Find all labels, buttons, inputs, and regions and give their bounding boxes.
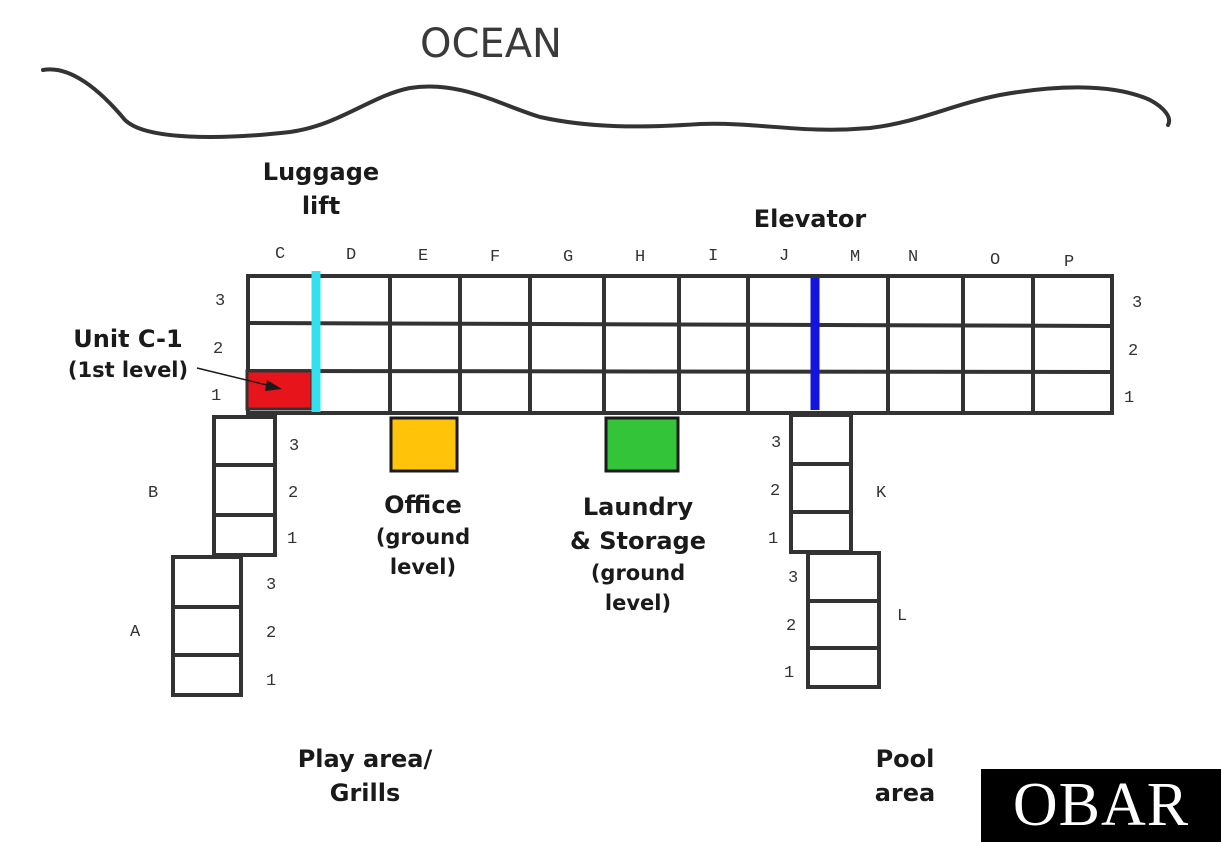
floor-number: 2 [266, 624, 276, 643]
floor-number: 2 [288, 484, 298, 503]
building-b [212, 415, 277, 557]
office-marker [389, 416, 459, 473]
building-label-b: B [148, 484, 158, 503]
building-label-l: L [897, 607, 907, 626]
column-letter: N [908, 248, 918, 267]
floor-number: 1 [1124, 389, 1134, 408]
main-building [246, 274, 1114, 415]
building-label-a: A [130, 623, 141, 642]
building-l [806, 551, 881, 689]
column-letter: I [708, 247, 718, 266]
unit-c1-label: Unit C-1 (1st level) [48, 322, 208, 384]
floor-number: 3 [289, 437, 299, 456]
column-letter: J [779, 247, 789, 266]
column-letter: D [346, 246, 356, 265]
laundry-label: Laundry & Storage (ground level) [538, 490, 738, 618]
obar-logo: OBAR [981, 769, 1221, 842]
play-area-line2: Grills [329, 779, 401, 807]
floor-number: 1 [287, 530, 297, 549]
arrowhead-icon [265, 380, 282, 391]
office-sub1: (ground [375, 525, 471, 549]
luggage-lift-line1: Luggage [262, 158, 380, 186]
building-label-k: K [876, 484, 887, 503]
laundry-sub1: (ground [590, 561, 686, 585]
play-area-line1: Play area/ [297, 745, 433, 773]
unit-c1-marker [245, 369, 314, 411]
column-letter: C [275, 245, 285, 264]
column-letter: M [850, 248, 860, 267]
floor-number: 2 [786, 617, 796, 636]
column-letter: P [1064, 253, 1074, 272]
pool-area-line2: area [874, 779, 936, 807]
laundry-marker [604, 416, 680, 473]
shoreline [41, 67, 1171, 139]
floor-number: 3 [1132, 294, 1142, 313]
floor-number: 2 [770, 482, 780, 501]
pool-area-line1: Pool [875, 745, 935, 773]
elevator-label: Elevator [753, 205, 867, 233]
building-k [789, 413, 853, 554]
luggage-lift-label: Luggage lift [241, 155, 401, 223]
floor-numbers-main: 3 2 1 3 2 1 [211, 292, 1142, 408]
floor-number: 3 [266, 576, 276, 595]
floor-number: 3 [788, 569, 798, 588]
floor-number: 1 [768, 530, 778, 549]
column-letter: G [563, 248, 573, 267]
floor-number: 2 [213, 340, 223, 359]
laundry-title2: & Storage [569, 527, 707, 555]
pool-area-label: Pool area [835, 742, 975, 810]
floor-number: 3 [215, 292, 225, 311]
floor-number: 3 [771, 434, 781, 453]
unit-c1-title: Unit C-1 [73, 325, 183, 353]
unit-c1-level: (1st level) [67, 358, 189, 382]
ocean-label: OCEAN [420, 21, 562, 67]
floor-number: 1 [784, 664, 794, 683]
office-sub2: level) [389, 555, 457, 579]
office-label: Office (ground level) [343, 488, 503, 582]
laundry-sub2: level) [604, 591, 672, 615]
column-letter: H [635, 248, 645, 267]
column-letter: O [990, 251, 1000, 270]
column-letters: C D E F G H I J M N O P [275, 245, 1074, 272]
column-letter: E [418, 247, 428, 266]
floor-number: 1 [211, 387, 221, 406]
column-letter: F [490, 248, 500, 267]
office-title: Office [384, 491, 462, 519]
luggage-lift-line2: lift [301, 192, 341, 220]
building-a [171, 555, 243, 697]
floor-number: 2 [1128, 342, 1138, 361]
laundry-title1: Laundry [582, 493, 694, 521]
floor-number: 1 [266, 672, 276, 691]
play-area-label: Play area/ Grills [265, 742, 465, 810]
unit-c1-arrow [196, 367, 276, 388]
